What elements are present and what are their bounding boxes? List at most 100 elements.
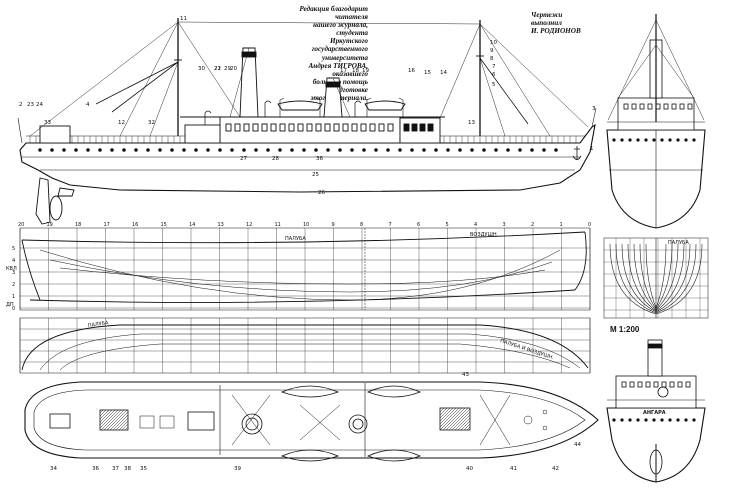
porthole <box>676 138 680 142</box>
window <box>647 103 653 110</box>
porthole <box>636 418 640 422</box>
credit-line: Иркутского <box>329 37 368 46</box>
credit-line: Андрея ТИГРОВА, <box>308 61 368 70</box>
stern-view <box>606 339 706 483</box>
porthole <box>554 148 558 152</box>
porthole <box>628 418 632 422</box>
porthole <box>652 138 656 142</box>
window <box>315 123 322 132</box>
porthole <box>684 138 688 142</box>
porthole <box>362 148 366 152</box>
callout-number: 24 <box>36 102 43 108</box>
bow-view <box>606 14 706 229</box>
hatch-fwd <box>439 407 471 431</box>
window <box>411 123 418 132</box>
callout-number: 14 <box>440 70 447 76</box>
lifeboat-plan-4 <box>366 449 422 462</box>
callout-number: 12 <box>118 120 125 126</box>
skeg <box>57 187 75 197</box>
window <box>279 123 286 132</box>
station-label: 0 <box>588 222 591 228</box>
credits-drawings-author: Чертежи выполнил И. РОДИОНОВ <box>531 11 611 35</box>
callout-number: 2 <box>19 102 23 108</box>
window <box>297 123 304 132</box>
porthole <box>620 418 624 422</box>
section-curve <box>655 243 667 309</box>
lines-drawing-sheer <box>19 227 591 311</box>
station-label: 20 <box>18 222 24 228</box>
deck-fittings <box>139 394 548 446</box>
porthole <box>684 418 688 422</box>
station-label: 2 <box>531 222 534 228</box>
porthole <box>692 418 696 422</box>
callout-number: 16 <box>408 68 415 74</box>
station-label: 14 <box>189 222 195 228</box>
porthole <box>314 148 318 152</box>
callout-number: 21 <box>214 66 221 72</box>
porthole <box>170 148 174 152</box>
porthole <box>206 148 210 152</box>
callout-number: 33 <box>44 120 51 126</box>
window <box>639 103 645 110</box>
sheer-deck-label: ПАЛУБА <box>285 236 306 242</box>
callout-number: 4 <box>86 102 90 108</box>
credit-line: студента <box>336 29 368 38</box>
porthole <box>386 148 390 152</box>
propeller <box>49 195 63 221</box>
window <box>645 381 651 388</box>
porthole <box>612 418 616 422</box>
callout-number: 26 <box>318 190 325 196</box>
callout-number: 34 <box>50 466 57 472</box>
window <box>637 381 643 388</box>
station-label: 18 <box>75 222 81 228</box>
stern-deckhouse <box>39 125 71 144</box>
waterline-label: 2 <box>12 282 15 288</box>
callout-number: 39 <box>234 466 241 472</box>
section-curve <box>655 243 697 314</box>
station-label: 9 <box>332 222 335 228</box>
callout-number: 18 <box>352 68 359 74</box>
porthole <box>218 148 222 152</box>
body-plan <box>603 237 709 319</box>
station-label: 7 <box>389 222 392 228</box>
window <box>378 123 385 132</box>
sheer-grid <box>19 228 591 310</box>
station-label: 3 <box>503 222 506 228</box>
callout-number: 28 <box>272 156 279 162</box>
buttock-lines <box>39 249 561 301</box>
callout-number: 35 <box>140 466 147 472</box>
window <box>687 103 693 110</box>
porthole <box>278 148 282 152</box>
section-curve <box>655 243 673 310</box>
stern-portholes <box>612 381 696 422</box>
porthole <box>50 148 54 152</box>
porthole <box>86 148 90 152</box>
funnel-aft-band <box>241 51 257 58</box>
window <box>629 381 635 388</box>
porthole <box>482 148 486 152</box>
lifeboat-plan-3 <box>366 385 422 398</box>
rigging <box>29 21 589 137</box>
credit-line: оказавшего <box>332 69 368 78</box>
section-curve <box>639 243 657 310</box>
lifeboat-aft <box>277 100 323 111</box>
porthole <box>470 148 474 152</box>
porthole <box>74 148 78 152</box>
halfbreadth-deck <box>21 324 589 371</box>
callout-number: 37 <box>112 466 119 472</box>
window <box>252 123 259 132</box>
callout-number: 23 <box>27 102 34 108</box>
callout-number: 43 <box>462 372 469 378</box>
window <box>631 103 637 110</box>
ventilators <box>204 100 362 125</box>
window <box>427 123 434 132</box>
anchor <box>572 146 582 160</box>
halfbreadth-deck2-label: ПАЛУБА И ВОЗДУШН. <box>499 338 554 361</box>
porthole <box>134 148 138 152</box>
superstructure-main <box>219 116 401 144</box>
window <box>288 123 295 132</box>
station-label: 1 <box>560 222 563 228</box>
davits <box>279 97 404 117</box>
bridge-deckhouse <box>184 124 221 144</box>
